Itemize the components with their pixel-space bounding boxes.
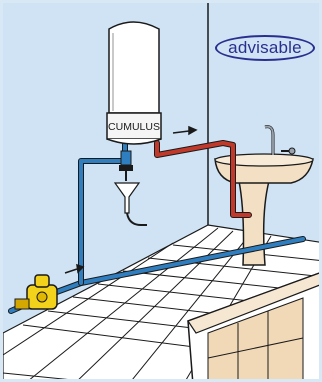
faucet-icon <box>265 127 295 155</box>
advisable-badge: advisable <box>215 35 315 61</box>
drain-funnel-icon <box>115 183 147 225</box>
pressure-reducer-icon <box>15 275 57 309</box>
heater-brand-label: CUMULUS <box>108 121 160 133</box>
safety-valve-group <box>119 151 133 181</box>
hot-water-pipe <box>157 143 249 215</box>
